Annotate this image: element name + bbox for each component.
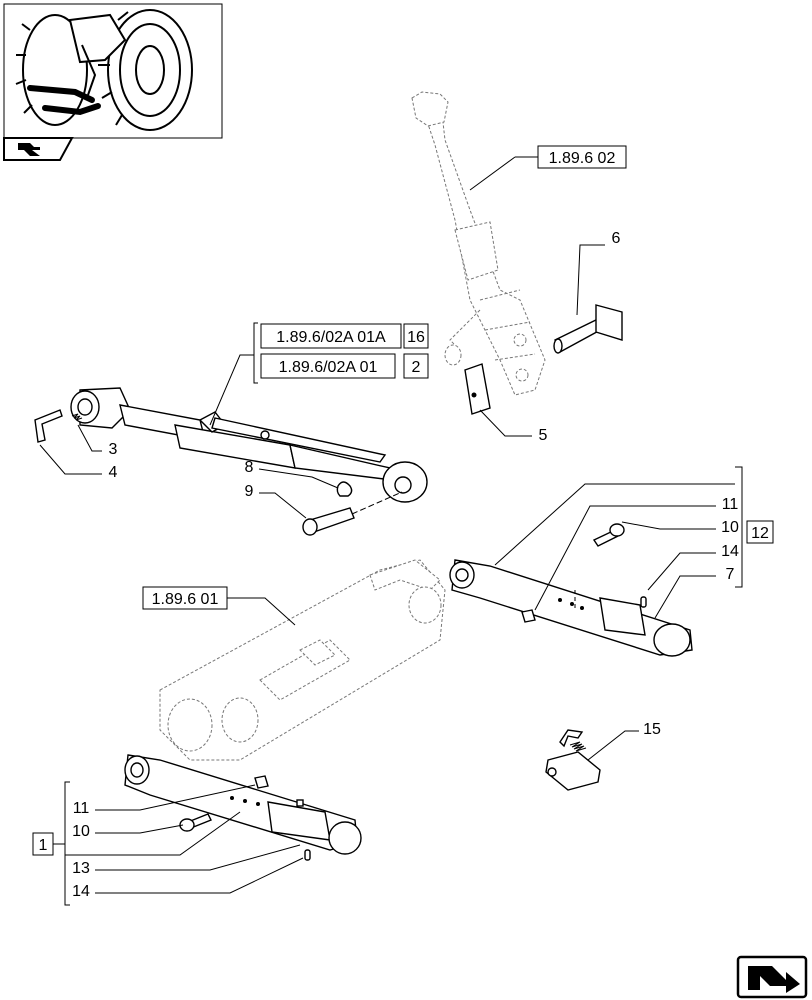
callout-10-right[interactable]: 10: [721, 519, 739, 536]
tractor-thumbnail: [3, 3, 223, 139]
clip-part-4: [34, 409, 63, 443]
callout-14-right[interactable]: 14: [721, 543, 739, 560]
ref-kit-b-qty: 2: [412, 359, 421, 376]
callout-1[interactable]: 1: [39, 837, 48, 854]
callout-4[interactable]: 4: [109, 464, 118, 481]
callout-5[interactable]: 5: [539, 427, 548, 444]
callout-11-right[interactable]: 11: [722, 496, 739, 513]
callout-9[interactable]: 9: [245, 483, 254, 500]
pin-part-14-left: [304, 849, 311, 861]
latch-part-15: [545, 729, 601, 791]
ref-top-link[interactable]: 1.89.6 02: [549, 150, 616, 167]
callout-11-left[interactable]: 11: [73, 800, 90, 817]
kit-reference-group: 1.89.6/02A 01A 16 1.89.6/02A 01 2: [209, 322, 429, 426]
hitch-housing-ghost: [159, 559, 446, 761]
ref-kit-a[interactable]: 1.89.6/02A 01A: [276, 329, 386, 346]
top-link-assembly: [70, 387, 428, 503]
pin-part-6: [553, 304, 623, 354]
bolt-part-10-left: [179, 813, 212, 832]
bolt-part-9: [302, 491, 403, 536]
bolt-part-10-right: [592, 523, 625, 547]
callout-3[interactable]: 3: [109, 441, 118, 458]
callout-6[interactable]: 6: [612, 230, 621, 247]
plate-part-5: [464, 363, 491, 415]
linchpin-part-8: [336, 481, 353, 497]
callout-14-left[interactable]: 14: [72, 883, 90, 900]
ref-housing[interactable]: 1.89.6 01: [152, 591, 219, 608]
lower-link-right: [449, 559, 693, 657]
callout-15[interactable]: 15: [643, 721, 661, 738]
lower-link-left: [124, 754, 362, 855]
callout-12[interactable]: 12: [751, 525, 769, 542]
callout-7[interactable]: 7: [726, 566, 735, 583]
pin-part-14-right: [640, 596, 647, 608]
callout-10-left[interactable]: 10: [72, 823, 90, 840]
callout-8[interactable]: 8: [245, 459, 254, 476]
ref-kit-a-qty: 16: [407, 329, 425, 346]
ref-kit-b[interactable]: 1.89.6/02A 01: [279, 359, 378, 376]
callout-13[interactable]: 13: [72, 860, 90, 877]
spring-part-3: [71, 413, 83, 421]
arrow-book-icon[interactable]: [3, 137, 74, 161]
next-page-arrow-icon[interactable]: [736, 955, 808, 999]
top-link-ghost: [411, 91, 546, 396]
